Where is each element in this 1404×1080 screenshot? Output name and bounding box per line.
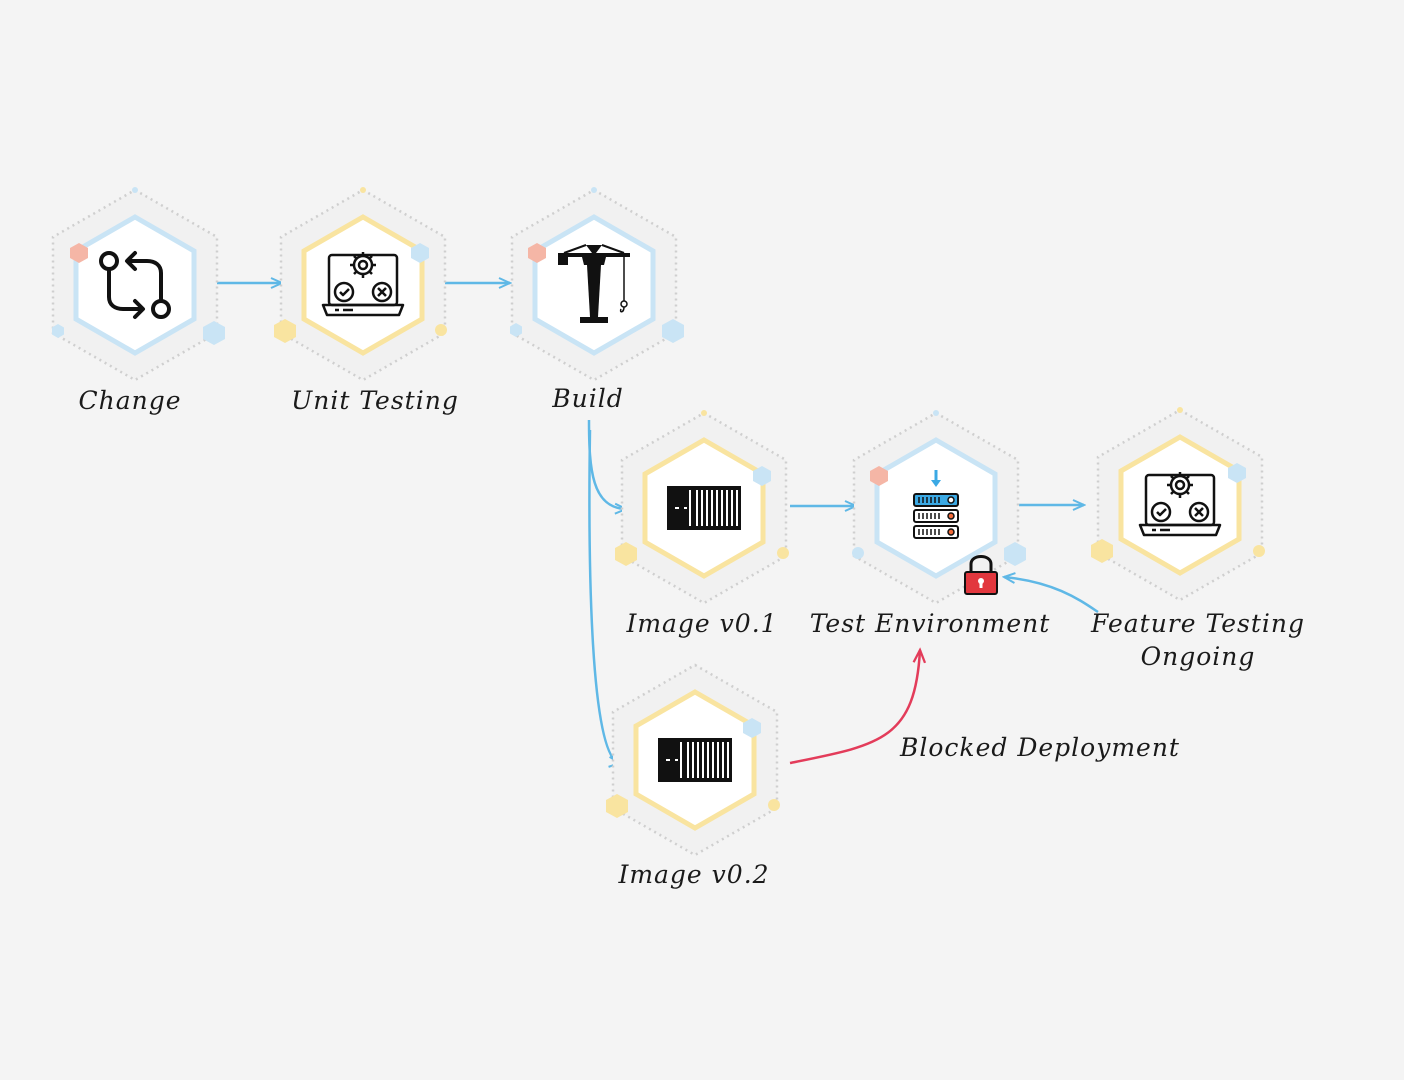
- accent-hex-yellow: [615, 542, 637, 566]
- crane-icon: [558, 244, 630, 323]
- server-icon: [913, 470, 959, 539]
- accent-hex-blue: [662, 319, 684, 343]
- node-build: [510, 187, 684, 382]
- node-change: [51, 187, 225, 382]
- accent-hex-yellow: [1091, 539, 1113, 563]
- accent-hex-blue: [743, 718, 761, 738]
- label-image-v01: Image v0.1: [626, 609, 778, 638]
- accent-hex-red: [870, 466, 888, 486]
- node-feature-testing: [1091, 407, 1265, 602]
- accent-hex-blue-small: [52, 324, 64, 338]
- accent-hex-blue: [411, 243, 429, 263]
- laptop-test-icon: [321, 252, 405, 317]
- accent-hex-blue-small: [510, 323, 522, 337]
- label-feature-testing: Feature Testing: [1090, 609, 1306, 638]
- container-icon: [667, 486, 741, 530]
- arrow-blocked-deployment: [789, 650, 920, 765]
- container-icon: [658, 738, 732, 782]
- accent-hex-blue: [753, 466, 771, 486]
- accent-hex-yellow: [606, 794, 628, 818]
- label-unit-testing: Unit Testing: [291, 386, 459, 415]
- accent-hex-red: [528, 243, 546, 263]
- arrow-build-to-image1: [587, 419, 626, 509]
- arrow-build-to-image2: [588, 429, 620, 763]
- accent-hex-blue: [1004, 542, 1026, 566]
- accent-hex-blue: [1228, 463, 1246, 483]
- accent-hex-yellow: [274, 319, 296, 343]
- label-change: Change: [78, 386, 182, 415]
- arrow-feature-to-lock: [1004, 577, 1099, 614]
- node-image-v01: [615, 410, 789, 605]
- node-test-environment: [852, 410, 1026, 605]
- git-compare-icon: [99, 251, 171, 319]
- node-unit-testing: [274, 187, 447, 382]
- label-feature-testing-ongoing: Ongoing: [1140, 642, 1256, 671]
- accent-hex-blue: [203, 321, 225, 345]
- label-image-v02: Image v0.2: [618, 860, 770, 889]
- label-build: Build: [552, 384, 624, 413]
- label-blocked-deployment: Blocked Deployment: [900, 733, 1180, 762]
- node-image-v02: [606, 663, 780, 857]
- laptop-test-icon: [1138, 472, 1222, 537]
- padlock-icon: [964, 555, 998, 595]
- label-test-environment: Test Environment: [809, 609, 1051, 638]
- connectors: [216, 283, 1099, 765]
- accent-hex-red: [70, 243, 88, 263]
